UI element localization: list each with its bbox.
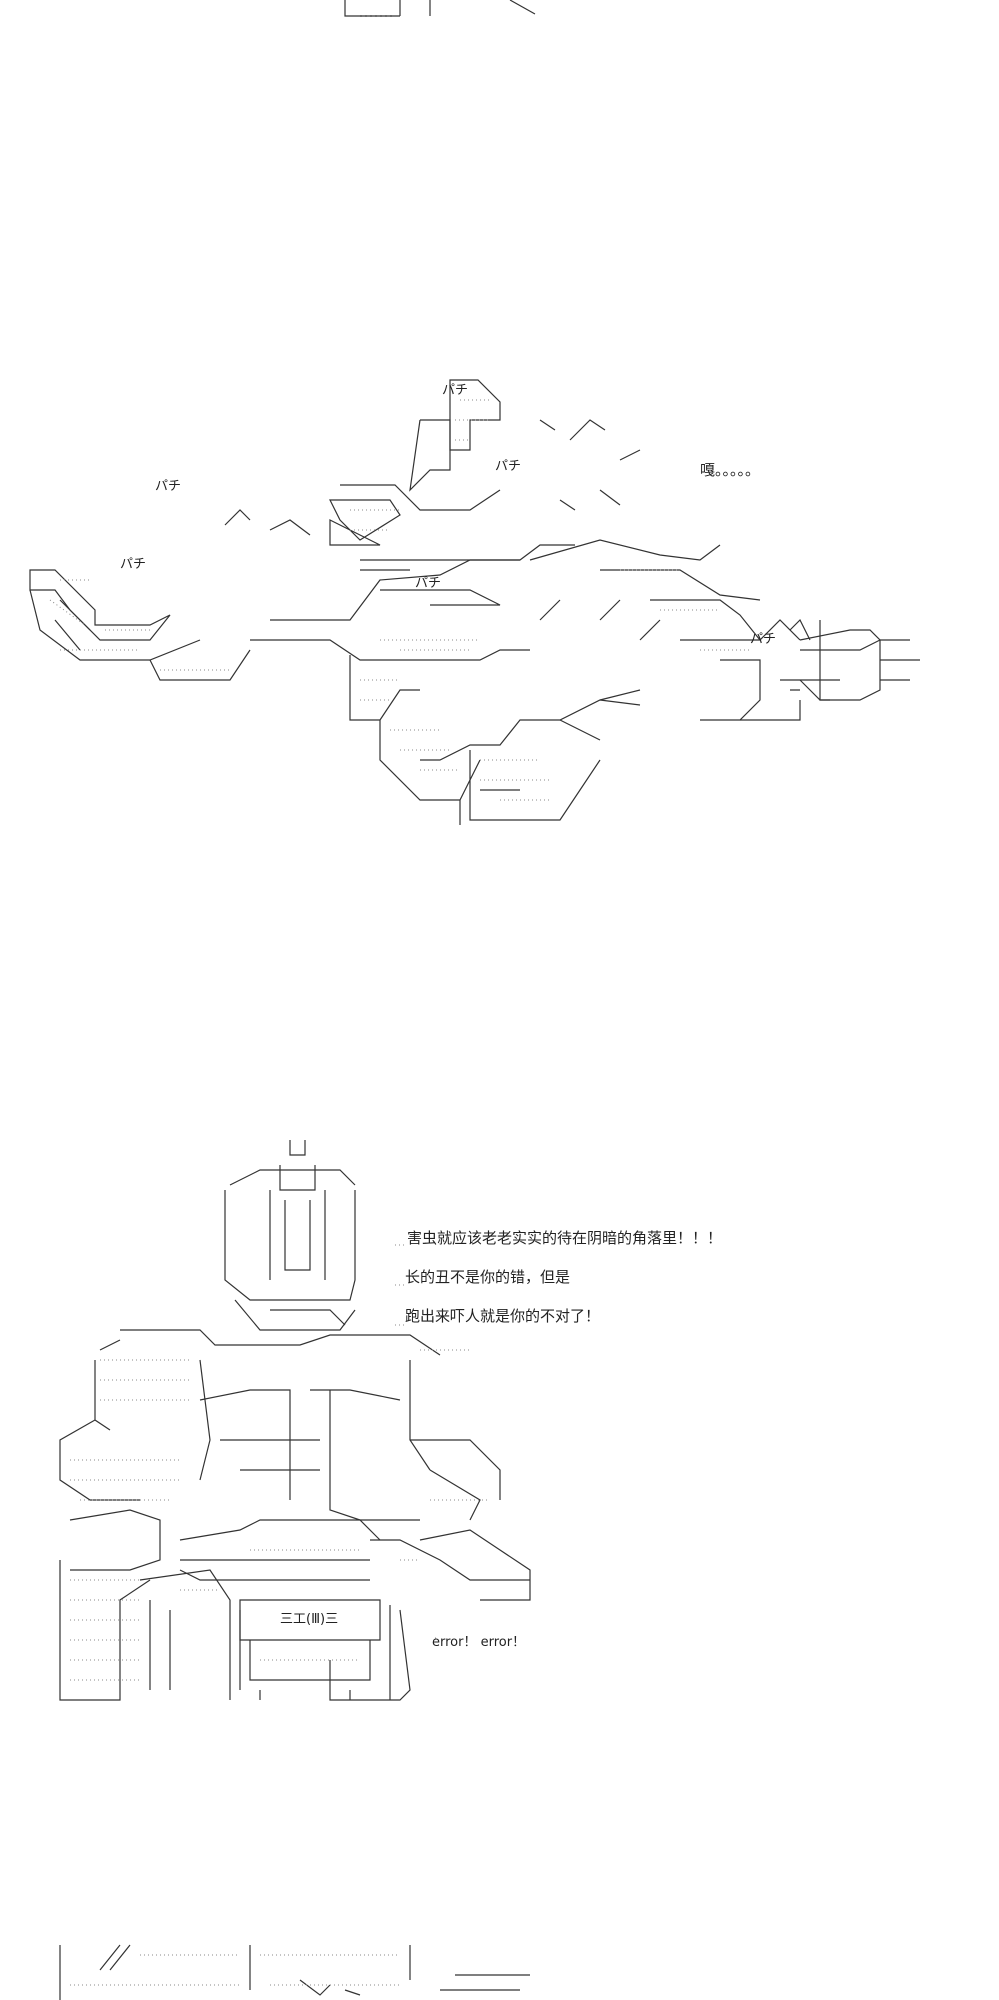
sfx-pachi-mid-1: パチ: [495, 459, 522, 474]
sfx-pachi-left-1: パチ: [155, 479, 182, 494]
sfx-pachi-left-2: パチ: [120, 557, 147, 572]
panel-label: 三工(Ⅲ)三: [280, 1612, 339, 1627]
sfx-pachi-mid-2: パチ: [415, 576, 442, 591]
exclaim-text: 嘎。。。。。: [700, 461, 761, 479]
error-text: error！ error！: [432, 1635, 526, 1650]
sfx-pachi-right: パチ: [750, 632, 777, 647]
speech-line-1: 害虫就应该老老实实的待在阴暗的角落里！！！: [407, 1229, 723, 1247]
speech-line-3: 跑出来吓人就是你的不对了！: [405, 1307, 601, 1325]
speech-line-2: 长的丑不是你的错，但是: [405, 1268, 571, 1286]
sfx-pachi-top: パチ: [442, 383, 469, 398]
